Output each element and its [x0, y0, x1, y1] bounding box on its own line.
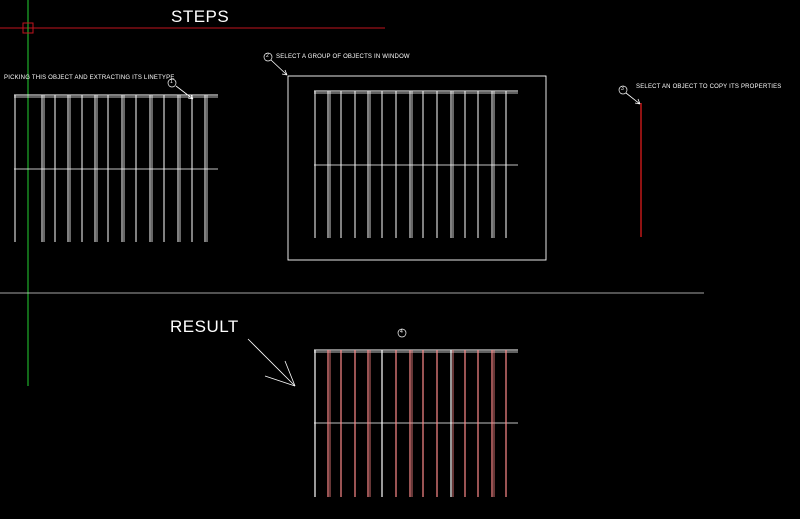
- crosshair-pickbox: [22, 22, 34, 34]
- step2-marker: [263, 52, 288, 76]
- step2-leader-arrow: [270, 59, 288, 76]
- step4-marker-circle: [397, 328, 407, 338]
- step4-number: 4: [400, 329, 403, 335]
- step3-marker: [618, 85, 641, 105]
- result-arrow: [247, 338, 296, 387]
- step2-number: 2: [266, 53, 269, 59]
- step1-object-group[interactable]: [14, 94, 218, 242]
- step1-number: 1: [170, 79, 173, 85]
- result-heading: RESULT: [170, 317, 239, 336]
- step1-text: PICKING THIS OBJECT AND EXTRACTING ITS L…: [4, 75, 175, 81]
- step4-marker: [397, 328, 407, 338]
- crosshair-cursor: [0, 0, 385, 386]
- steps-heading: STEPS: [171, 7, 230, 26]
- step1-marker-circle: [167, 78, 177, 88]
- step2-text: SELECT A GROUP OF OBJECTS IN WINDOW: [276, 54, 410, 60]
- step1-marker: [167, 78, 194, 100]
- step3-number: 3: [621, 86, 624, 92]
- step3-text: SELECT AN OBJECT TO COPY ITS PROPERTIES: [636, 84, 782, 90]
- step3-marker-circle: [618, 85, 628, 95]
- step3-leader-arrow: [625, 92, 641, 105]
- selection-window[interactable]: [287, 75, 547, 261]
- result-object-group[interactable]: [314, 349, 518, 497]
- step2-marker-circle: [263, 52, 273, 62]
- step2-object-group[interactable]: [314, 90, 518, 238]
- step1-leader-arrow: [175, 85, 194, 100]
